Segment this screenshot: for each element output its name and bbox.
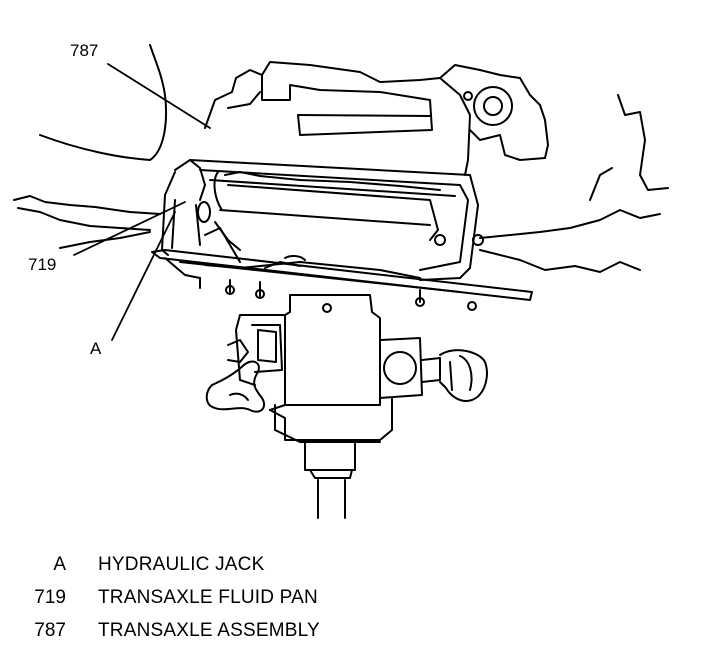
jack-adapter-plate [152, 250, 532, 310]
legend-description: TRANSAXLE FLUID PAN [98, 586, 318, 608]
fluid-pan-shape [162, 160, 483, 280]
leader-line-787 [108, 64, 210, 128]
legend-description: TRANSAXLE ASSEMBLY [98, 619, 320, 641]
transaxle-assembly-shape [205, 62, 668, 272]
line-drawing [0, 0, 704, 530]
legend-row: A HYDRAULIC JACK [30, 548, 630, 581]
leader-line-719 [74, 202, 185, 255]
legend-key: A [53, 553, 66, 575]
callout-a: A [90, 339, 102, 358]
callout-719: 719 [28, 255, 57, 274]
callout-787: 787 [70, 41, 99, 60]
leader-line-a [112, 212, 175, 340]
legend-key: 719 [34, 586, 66, 608]
legend-description: HYDRAULIC JACK [98, 553, 265, 575]
legend-key: 787 [34, 619, 66, 641]
vehicle-frame-lines [14, 45, 166, 248]
legend-row: 787 TRANSAXLE ASSEMBLY [30, 614, 630, 647]
transaxle-jack-illustration: 787 719 A [0, 0, 704, 530]
leader-lines [74, 64, 210, 340]
legend: A HYDRAULIC JACK 719 TRANSAXLE FLUID PAN… [30, 548, 630, 647]
hydraulic-jack-shape [207, 295, 487, 518]
legend-row: 719 TRANSAXLE FLUID PAN [30, 581, 630, 614]
